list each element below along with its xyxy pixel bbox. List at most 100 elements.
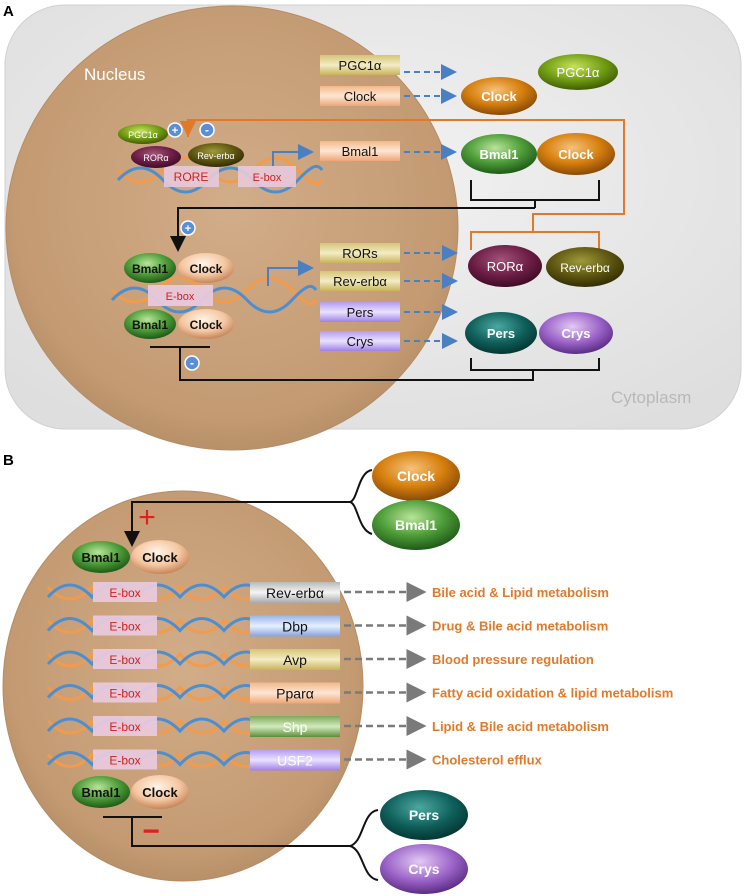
ebox-box [93, 615, 157, 636]
brace-top [349, 469, 373, 535]
clock-protein-2-label: Clock [558, 147, 594, 162]
rora-regulator-label: RORα [143, 153, 168, 163]
activation-arrow [124, 501, 350, 547]
gene-label-clock: Clock [344, 89, 377, 104]
ebox-box-top [238, 166, 296, 187]
dna-strand-blue [46, 650, 270, 667]
dna-strand-blue [46, 617, 270, 633]
panel-a-letter: A [3, 3, 14, 20]
clock-protein-2 [537, 133, 615, 175]
gene-bar-ppara [250, 682, 340, 704]
dna-strand-orange [46, 584, 270, 601]
ebox-label: E-box [109, 586, 140, 600]
clock-protein [461, 77, 537, 115]
plus-icon-complex [180, 220, 196, 236]
minus-sign-complex: - [190, 356, 194, 370]
clock-complex-top-label: Clock [190, 262, 223, 276]
gene-label-crys: Crys [347, 334, 374, 349]
gene-bar-pgc1a [320, 55, 400, 75]
reverba-regulator-label: Rev-erbα [197, 151, 234, 161]
pgc1a-protein [538, 54, 618, 90]
panel-a: A Nucleus Cytoplasm RORE E-box PGC1α ROR… [3, 3, 742, 451]
bmal1-protein-b [372, 500, 460, 550]
gene-row-dbp: E-box Dbp Drug & Bile acid metabolism [46, 615, 608, 637]
gene-label-pgc1a: PGC1α [339, 58, 382, 73]
clock-complex-bottom [178, 309, 234, 339]
dna-strand-orange [46, 752, 270, 768]
minus-icon-reverba [199, 122, 215, 138]
target-gene-rows: E-box Rev-erbα Bile acid & Lipid metabolis… [46, 582, 673, 771]
ebox-label: E-box [109, 720, 140, 734]
pers-protein-b-label: Pers [409, 807, 440, 823]
panel-b-letter: B [3, 452, 14, 469]
bmal1-protein-b-label: Bmal1 [395, 517, 437, 533]
gene-label-usf2: USF2 [277, 753, 313, 769]
pers-protein-b [380, 790, 468, 840]
gene-bar-usf2 [250, 749, 340, 771]
gene-row-reverba: E-box Rev-erbα Bile acid & Lipid metabolis… [46, 582, 609, 603]
pgc1a-protein-label: PGC1α [557, 65, 600, 80]
ebox-box [93, 649, 157, 669]
gene-label-reverba: Rev-erbα [266, 585, 324, 601]
gene-label-ppara: Pparα [276, 686, 314, 702]
function-label-shp: Lipid & Bile acid metabolism [432, 719, 609, 734]
clock-protein-label: Clock [481, 89, 517, 104]
dna-strand-blue [46, 583, 270, 600]
gene-row-shp: E-box Shp Lipid & Bile acid metabolism [46, 716, 609, 737]
pgc1a-regulator-label: PGC1α [128, 130, 158, 140]
clock-protein-b [372, 451, 460, 501]
clock-complex-b-top [131, 540, 189, 574]
plus-sign-b: + [138, 501, 156, 534]
dna-strand-orange [46, 651, 270, 668]
gene-label-pers: Pers [347, 305, 374, 320]
bmal1-complex-bottom [124, 309, 176, 339]
gene-label-shp: Shp [283, 719, 308, 735]
dna-strand-orange [46, 685, 270, 701]
ebox-label: E-box [109, 620, 140, 634]
pgc1a-regulator [118, 124, 168, 144]
transcription-arrow-bottom [267, 260, 314, 286]
ebox-label: E-box [109, 653, 140, 667]
nucleus-label: Nucleus [84, 65, 145, 84]
gene-label-dbp: Dbp [282, 619, 308, 635]
dna-strand-blue [46, 751, 270, 767]
rora-regulator [131, 146, 181, 168]
ebox-box [93, 582, 157, 602]
minus-sign-reverba: - [205, 123, 209, 137]
bmal1-complex-top [124, 253, 176, 283]
gene-label-rors: RORs [342, 246, 378, 261]
ebox-label: E-box [109, 754, 140, 768]
cytoplasm-label: Cytoplasm [611, 388, 691, 407]
clock-complex-bottom-label: Clock [190, 318, 223, 332]
rora-protein-label: RORα [487, 259, 524, 274]
reverba-protein [546, 247, 624, 287]
gene-bar-reverba [320, 271, 400, 291]
crys-protein-b [380, 844, 468, 894]
gene-label-avp: Avp [283, 652, 307, 668]
reverba-protein-label: Rev-erbα [560, 261, 610, 275]
rore-label: RORE [174, 170, 209, 184]
clock-protein-b-label: Clock [397, 468, 435, 484]
function-label-dbp: Drug & Bile acid metabolism [432, 619, 608, 634]
bracket-pers-crys [470, 358, 600, 371]
rore-box [164, 166, 219, 187]
dna-strand-orange [46, 718, 270, 735]
plus-sign-pgc1a: + [172, 125, 178, 137]
crys-protein-b-label: Crys [408, 861, 439, 877]
function-label-ppara: Fatty acid oxidation & lipid metabolism [432, 686, 673, 701]
gene-bar-bmal1 [320, 141, 400, 161]
repression-line-b [131, 817, 350, 847]
gene-label-bmal1: Bmal1 [342, 144, 379, 159]
reverba-regulator [188, 143, 244, 167]
ebox-box [93, 682, 157, 703]
clock-complex-top [178, 253, 234, 283]
gene-label-reverba: Rev-erbα [333, 274, 387, 289]
dna-strand-blue [46, 684, 270, 700]
repression-line [179, 347, 534, 381]
ebox-label-top: E-box [253, 172, 282, 184]
function-label-reverba: Bile acid & Lipid metabolism [432, 585, 609, 600]
dna-strand-orange [46, 618, 270, 634]
